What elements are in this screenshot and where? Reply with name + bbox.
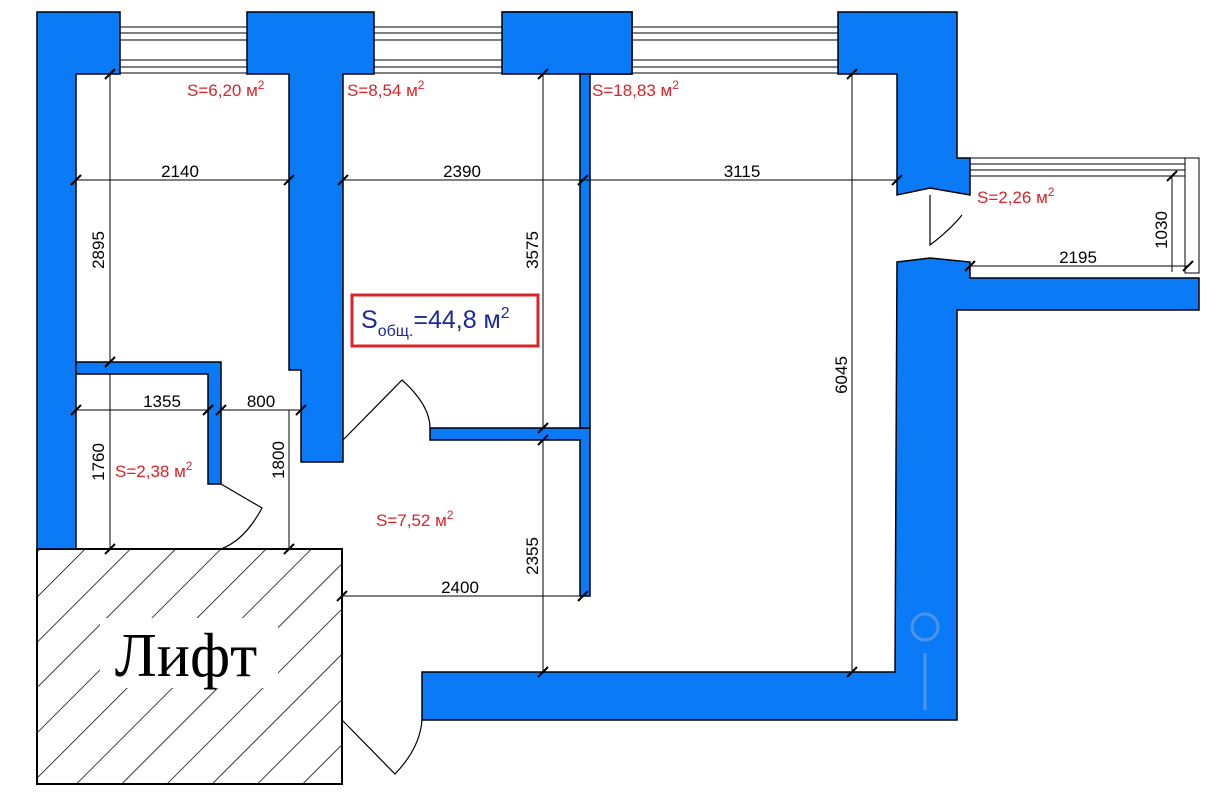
dim-800: 800 bbox=[247, 392, 275, 411]
room-area-label: S=2,26 м2 bbox=[977, 185, 1055, 207]
total-area-box: Sобщ.=44,8 м2 bbox=[350, 293, 540, 348]
dim-3575: 3575 bbox=[523, 231, 542, 269]
dim-1030: 1030 bbox=[1152, 211, 1171, 249]
room-area-label: S=2,38 м2 bbox=[115, 459, 193, 481]
elevator-shaft: Лифт bbox=[36, 548, 343, 785]
dim-1800: 1800 bbox=[269, 441, 288, 479]
walls bbox=[36, 11, 1200, 721]
room-area-label: S=7,52 м2 bbox=[376, 508, 454, 530]
dim-3115: 3115 bbox=[724, 162, 761, 181]
room-area-label: S=6,20 м2 bbox=[187, 78, 265, 100]
dim-1760: 1760 bbox=[89, 443, 108, 481]
dim-2195: 2195 bbox=[1059, 248, 1097, 267]
dim-1355: 1355 bbox=[143, 392, 181, 411]
dim-2400: 2400 bbox=[441, 578, 479, 597]
dim-6045: 6045 bbox=[832, 356, 851, 394]
room-area-label: S=18,83 м2 bbox=[592, 78, 679, 100]
room-area-labels: S=6,20 м2 S=8,54 м2 S=18,83 м2 S=2,26 м2… bbox=[115, 78, 1055, 530]
dimension-labels: 2140 2390 3115 2895 3575 6045 1355 800 1… bbox=[89, 162, 1171, 597]
windows bbox=[119, 26, 1200, 274]
total-area-label: Sобщ.=44,8 м2 bbox=[361, 305, 510, 340]
location-pin-icon bbox=[910, 612, 940, 710]
dimension-ticks bbox=[70, 68, 1194, 678]
dim-2355: 2355 bbox=[523, 537, 542, 575]
dim-2390: 2390 bbox=[443, 162, 481, 181]
door-swings bbox=[220, 195, 963, 775]
dim-2140: 2140 bbox=[161, 162, 199, 181]
dim-2895: 2895 bbox=[89, 231, 108, 269]
dimension-lines bbox=[76, 74, 1188, 672]
room-area-label: S=8,54 м2 bbox=[347, 78, 425, 100]
elevator-label: Лифт bbox=[115, 622, 258, 690]
